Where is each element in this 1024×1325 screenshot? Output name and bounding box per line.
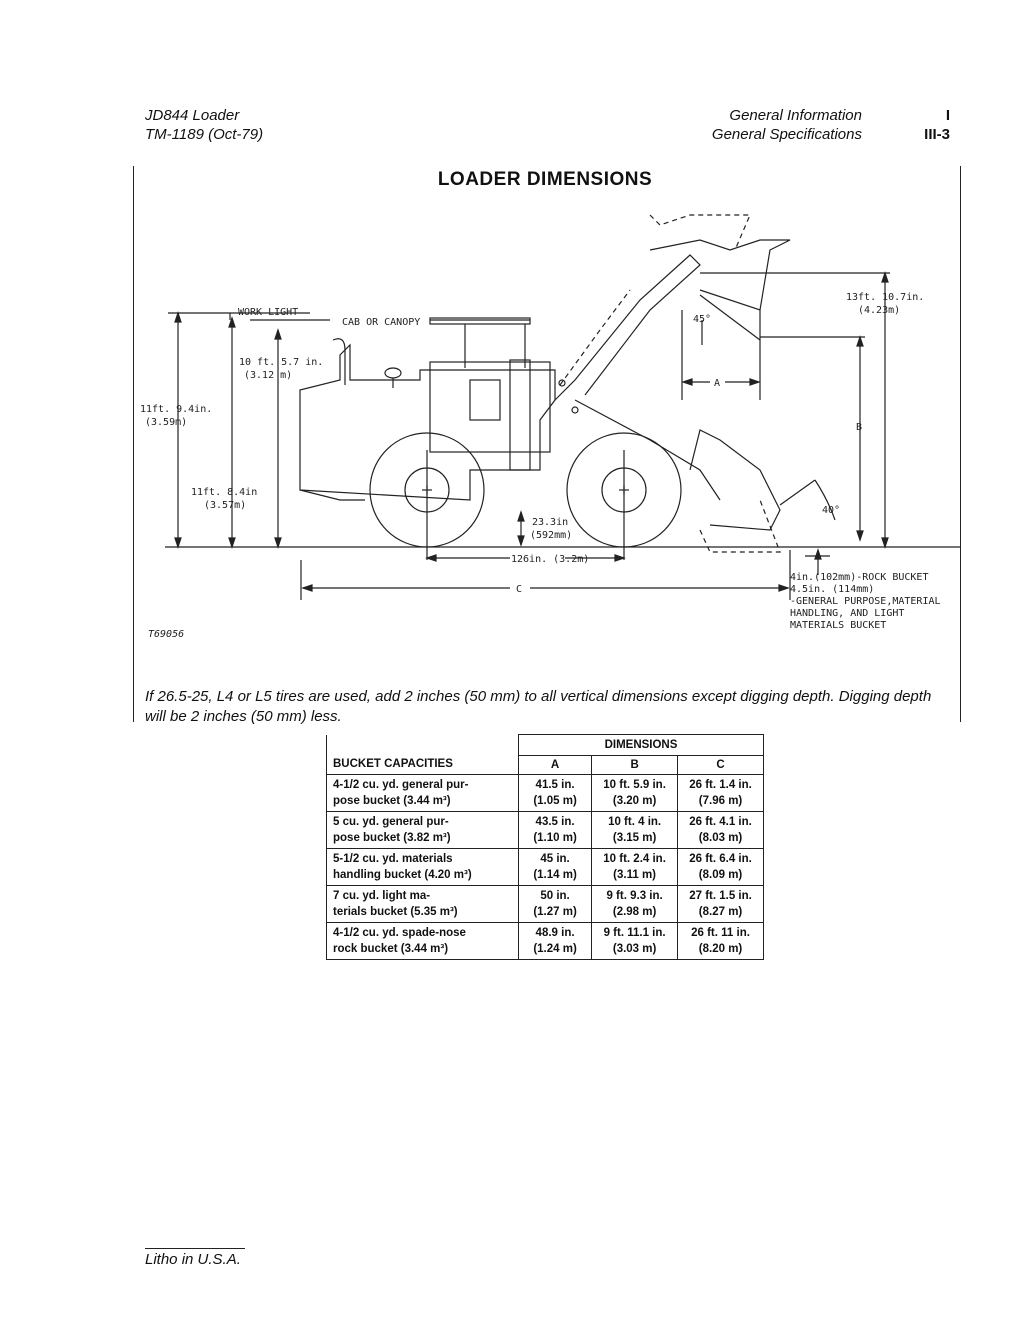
air-cleaner [384, 367, 402, 379]
exhaust-stack [332, 338, 346, 385]
dim-c-cell: 26 ft. 4.1 in.(8.03 m) [677, 811, 764, 849]
dim-a-cell: 41.5 in.(1.05 m) [517, 774, 593, 812]
dim-c-cell: 27 ft. 1.5 in.(8.27 m) [677, 885, 764, 923]
arrow-head [274, 537, 282, 549]
lift-arm-raised [554, 254, 701, 401]
arrow-head [881, 537, 889, 549]
header-section-number: I [945, 107, 950, 124]
bucket-cell: 5 cu. yd. general pur-pose bucket (3.82 … [326, 811, 519, 849]
label-3-59m: (3.59m) [145, 417, 187, 428]
pivot [571, 406, 579, 414]
loader-body [299, 343, 556, 501]
label-4-23m: (4.23m) [858, 305, 900, 316]
bucket-cell: 4-1/2 cu. yd. general pur-pose bucket (3… [326, 774, 519, 812]
operator-seat [469, 379, 501, 421]
label-13ft-10-7: 13ft. 10.7in. [846, 292, 924, 303]
dim-b-cell: 10 ft. 4 in.(3.15 m) [591, 811, 679, 849]
arrow-head [881, 271, 889, 283]
note-gp-line4: MATERIALS BUCKET [790, 620, 886, 631]
table-header-row: BUCKET CAPACITIES DIMENSIONS [326, 734, 765, 775]
label-dim-b: B [856, 422, 862, 433]
steps [509, 359, 531, 471]
bucket-ghost [649, 214, 751, 251]
arrow-head [228, 537, 236, 549]
figure-id: T69056 [148, 629, 184, 640]
table-row: 7 cu. yd. light ma-terials bucket (5.35 … [326, 885, 764, 923]
loader-dimension-diagram: WORK LIGHT CAB OR CANOPY 10 ft. 5.7 in. … [140, 214, 960, 640]
header-dimensions: DIMENSIONS [517, 734, 765, 756]
dim-c-cell: 26 ft. 1.4 in.(7.96 m) [677, 774, 764, 812]
label-dim-c: C [516, 584, 522, 595]
header-section-title: General Information [729, 107, 862, 124]
arrow-head [228, 316, 236, 328]
bucket-dimensions-table: BUCKET CAPACITIES DIMENSIONS A B C 4-1/2… [326, 734, 765, 960]
header-model: JD844 Loader [145, 107, 240, 124]
table-row: 5 cu. yd. general pur-pose bucket (3.82 … [326, 811, 764, 849]
label-126in: 126in. (3.2m) [511, 554, 589, 565]
pivot [558, 379, 566, 387]
frame-left-border [133, 166, 134, 722]
footer-litho: Litho in U.S.A. [145, 1251, 241, 1268]
header-col-a: A [517, 755, 593, 775]
table-row: 4-1/2 cu. yd. general pur-pose bucket (3… [326, 774, 764, 812]
dim-c-cell: 26 ft. 11 in.(8.20 m) [677, 922, 764, 960]
footer-rule [145, 1248, 245, 1249]
dim-c-cell: 26 ft. 6.4 in.(8.09 m) [677, 848, 764, 886]
label-dim-a: A [714, 378, 720, 389]
note-gp-line2: -GENERAL PURPOSE,MATERIAL [790, 596, 941, 607]
dim-b-cell: 9 ft. 11.1 in.(3.03 m) [591, 922, 679, 960]
arrow-head [174, 311, 182, 323]
lift-arm-lowered [574, 399, 721, 501]
counterweight [299, 489, 365, 501]
header-col-c: C [677, 755, 764, 775]
bucket-dump-ghost [699, 499, 781, 553]
label-3-12m: (3.12 m) [244, 370, 292, 381]
cab-frame [429, 361, 551, 453]
table-subheader-row: A B C [327, 755, 764, 775]
arrow-head [274, 328, 282, 340]
label-angle-40: 40° [822, 505, 840, 516]
label-11ft-9-4: 11ft. 9.4in. [140, 404, 212, 415]
label-3-57m: (3.57m) [204, 500, 246, 511]
frame-right-border [960, 166, 961, 722]
dim-a-cell: 48.9 in.(1.24 m) [517, 922, 593, 960]
dim-b-cell: 10 ft. 5.9 in.(3.20 m) [591, 774, 679, 812]
canopy-roof [429, 317, 531, 325]
bucket-cell: 7 cu. yd. light ma-terials bucket (5.35 … [326, 885, 519, 923]
label-23-3in: 23.3in [532, 517, 568, 528]
tire-note: If 26.5-25, L4 or L5 tires are used, add… [145, 688, 932, 725]
bucket-raised [649, 239, 791, 311]
label-592mm: (592mm) [530, 530, 572, 541]
arrow-head [174, 537, 182, 549]
dim-a-cell: 50 in.(1.27 m) [517, 885, 593, 923]
bucket-lowered [689, 429, 781, 531]
header-manual-id: TM-1189 (Oct-79) [145, 126, 264, 143]
label-cab-canopy: CAB OR CANOPY [342, 317, 420, 328]
label-10ft-5-7: 10 ft. 5.7 in. [239, 357, 323, 368]
header-col-b: B [591, 755, 679, 775]
page-title: LOADER DIMENSIONS [437, 169, 653, 190]
header-bucket-capacities: BUCKET CAPACITIES [326, 734, 519, 775]
dim-a-cell: 43.5 in.(1.10 m) [517, 811, 593, 849]
dim-b-cell: 9 ft. 9.3 in.(2.98 m) [591, 885, 679, 923]
dim-a-cell: 45 in.(1.14 m) [517, 848, 593, 886]
lift-arm-ghost [559, 289, 631, 386]
note-gp-depth: 4.5in. (114mm) [790, 584, 874, 595]
note-gp-line3: HANDLING, AND LIGHT [790, 608, 904, 619]
note-rock-bucket: 4in.(102mm)-ROCK BUCKET [790, 572, 928, 583]
label-work-light: WORK LIGHT [238, 307, 298, 318]
label-11ft-8-4: 11ft. 8.4in [191, 487, 257, 498]
header-subsection-title: General Specifications [711, 126, 862, 143]
dim-b-cell: 10 ft. 2.4 in.(3.11 m) [591, 848, 679, 886]
header-page-number: III-3 [924, 126, 950, 143]
label-angle-45: 45° [693, 314, 711, 325]
